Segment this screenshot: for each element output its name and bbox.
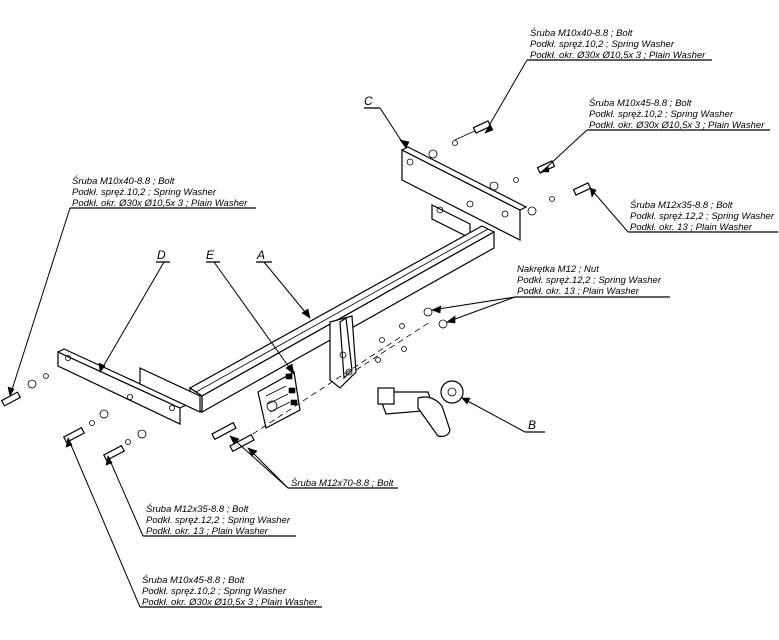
- callout-top: Śruba M10x40-8.8 ; Bolt Podkł. spręż.10,…: [530, 27, 706, 61]
- callout-line: Śruba M10x45-8.8 ; Bolt: [142, 574, 245, 586]
- callout-line: Podkł. okr. Ø30x Ø10,5x 3 ; Plain Washer: [530, 50, 706, 61]
- leader-lines: [9, 59, 778, 608]
- callout-line: Podkł. okr. Ø30x Ø10,5x 3 ; Plain Washer: [72, 198, 248, 209]
- callout-bottom-left-1: Śruba M12x35-8.8 ; Bolt Podkł. spręż.12,…: [146, 503, 291, 537]
- electric-socket-plate-e: [257, 371, 301, 429]
- part-label-a: A: [256, 248, 265, 262]
- nut-axis: [355, 321, 431, 371]
- callout-line: Podkł. spręż.10,2 ; Spring Washer: [142, 586, 287, 597]
- callout-line: Nakrętka M12 ; Nut: [517, 264, 599, 275]
- center-bolt-axis: [235, 335, 403, 446]
- callout-center-bolt: Śruba M12x70-8.8 ; Bolt: [291, 477, 394, 489]
- arrowheads: [7, 123, 597, 466]
- callout-line: Śruba M12x35-8.8 ; Bolt: [146, 503, 249, 515]
- center-mount: [329, 315, 357, 389]
- callout-line: Śruba M10x45-8.8 ; Bolt: [589, 97, 692, 109]
- part-label-d: D: [157, 248, 166, 262]
- callout-line: Podkł. okr. 13 ; Plain Washer: [517, 286, 640, 297]
- callout-line: Podkł. okr. 13 ; Plain Washer: [146, 526, 269, 537]
- callout-bottom-left-2: Śruba M10x45-8.8 ; Bolt Podkł. spręż.10,…: [142, 574, 318, 608]
- callout-line: Podkł. spręż.10,2 ; Spring Washer: [72, 187, 217, 198]
- callout-line: Śruba M10x40-8.8 ; Bolt: [530, 27, 633, 39]
- callout-line: Podkł. spręż.12,2 ; Spring Washer: [630, 211, 775, 222]
- callout-line: Podkł. okr. 13 ; Plain Washer: [630, 222, 753, 233]
- callout-line: Podkł. spręż.10,2 ; Spring Washer: [530, 39, 675, 50]
- bracket-c: [400, 146, 528, 241]
- callout-mid: Śruba M10x45-8.8 ; Bolt Podkł. spręż.10,…: [589, 97, 765, 131]
- callout-line: Podkł. okr. Ø30x Ø10,5x 3 ; Plain Washer: [142, 597, 318, 608]
- callout-nut: Nakrętka M12 ; Nut Podkł. spręż.12,2 ; S…: [517, 264, 662, 297]
- callout-right: Śruba M12x35-8.8 ; Bolt Podkł. spręż.12,…: [630, 199, 775, 233]
- tow-ball-b: [377, 380, 464, 437]
- callout-line: Podkł. spręż.12,2 ; Spring Washer: [517, 275, 662, 286]
- part-label-c: C: [364, 94, 373, 108]
- callout-line: Śruba M12x35-8.8 ; Bolt: [630, 199, 733, 211]
- callout-d-left: Śruba M10x40-8.8 ; Bolt Podkł. spręż.10,…: [72, 175, 248, 209]
- callout-line: Śruba M10x40-8.8 ; Bolt: [72, 175, 175, 187]
- callout-line: Śruba M12x70-8.8 ; Bolt: [291, 477, 394, 489]
- part-label-e: E: [206, 248, 215, 262]
- callout-line: Podkł. okr. Ø30x Ø10,5x 3 ; Plain Washer: [589, 120, 765, 131]
- callout-line: Podkł. spręż.10,2 ; Spring Washer: [589, 109, 734, 120]
- bracket-d: [56, 348, 201, 425]
- callout-line: Podkł. spręż.12,2 ; Spring Washer: [146, 515, 291, 526]
- part-label-b: B: [528, 418, 536, 432]
